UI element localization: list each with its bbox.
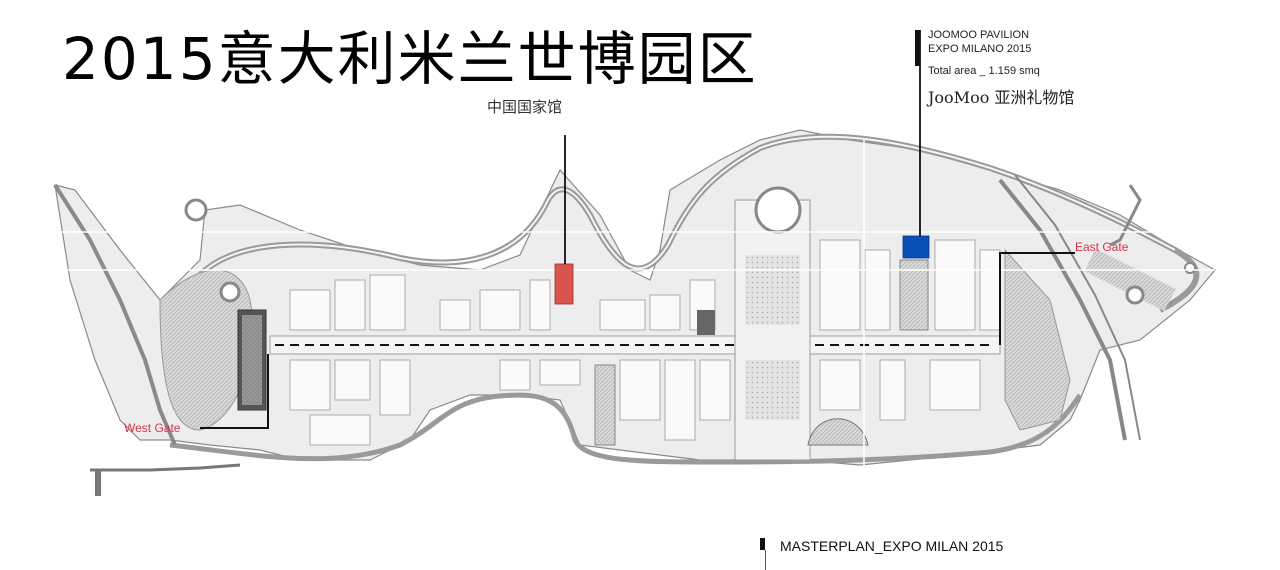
footer-caption: MASTERPLAN_EXPO MILAN 2015 [780,538,1004,554]
pavilion-area: Total area _ 1.159 smq [928,65,1040,77]
footer-tick [765,550,766,570]
east-gate-label: East Gate [1075,240,1129,254]
pavilion-name: JOOMOO PAVILION [928,29,1030,41]
west-gate-label: West Gate [124,421,181,435]
south-plots [289,359,981,446]
west-gate-route [200,354,269,429]
footer-accent-bar [760,538,765,550]
pavilion-info: JOOMOO PAVILION EXPO MILANO 2015 Total a… [928,28,1074,108]
joomoo-pavilion-marker [902,235,930,259]
info-accent-bar [915,30,920,66]
pavilion-expo: EXPO MILANO 2015 [928,43,1032,55]
pavilion-chinese-name: JooMoo 亚洲礼物馆 [928,88,1075,107]
china-pavilion-marker [554,263,574,305]
china-pavilion-label: 中国国家馆 [487,98,563,116]
page-title: 2015意大利米兰世博园区 [62,25,758,93]
east-gate-route [999,252,1075,345]
